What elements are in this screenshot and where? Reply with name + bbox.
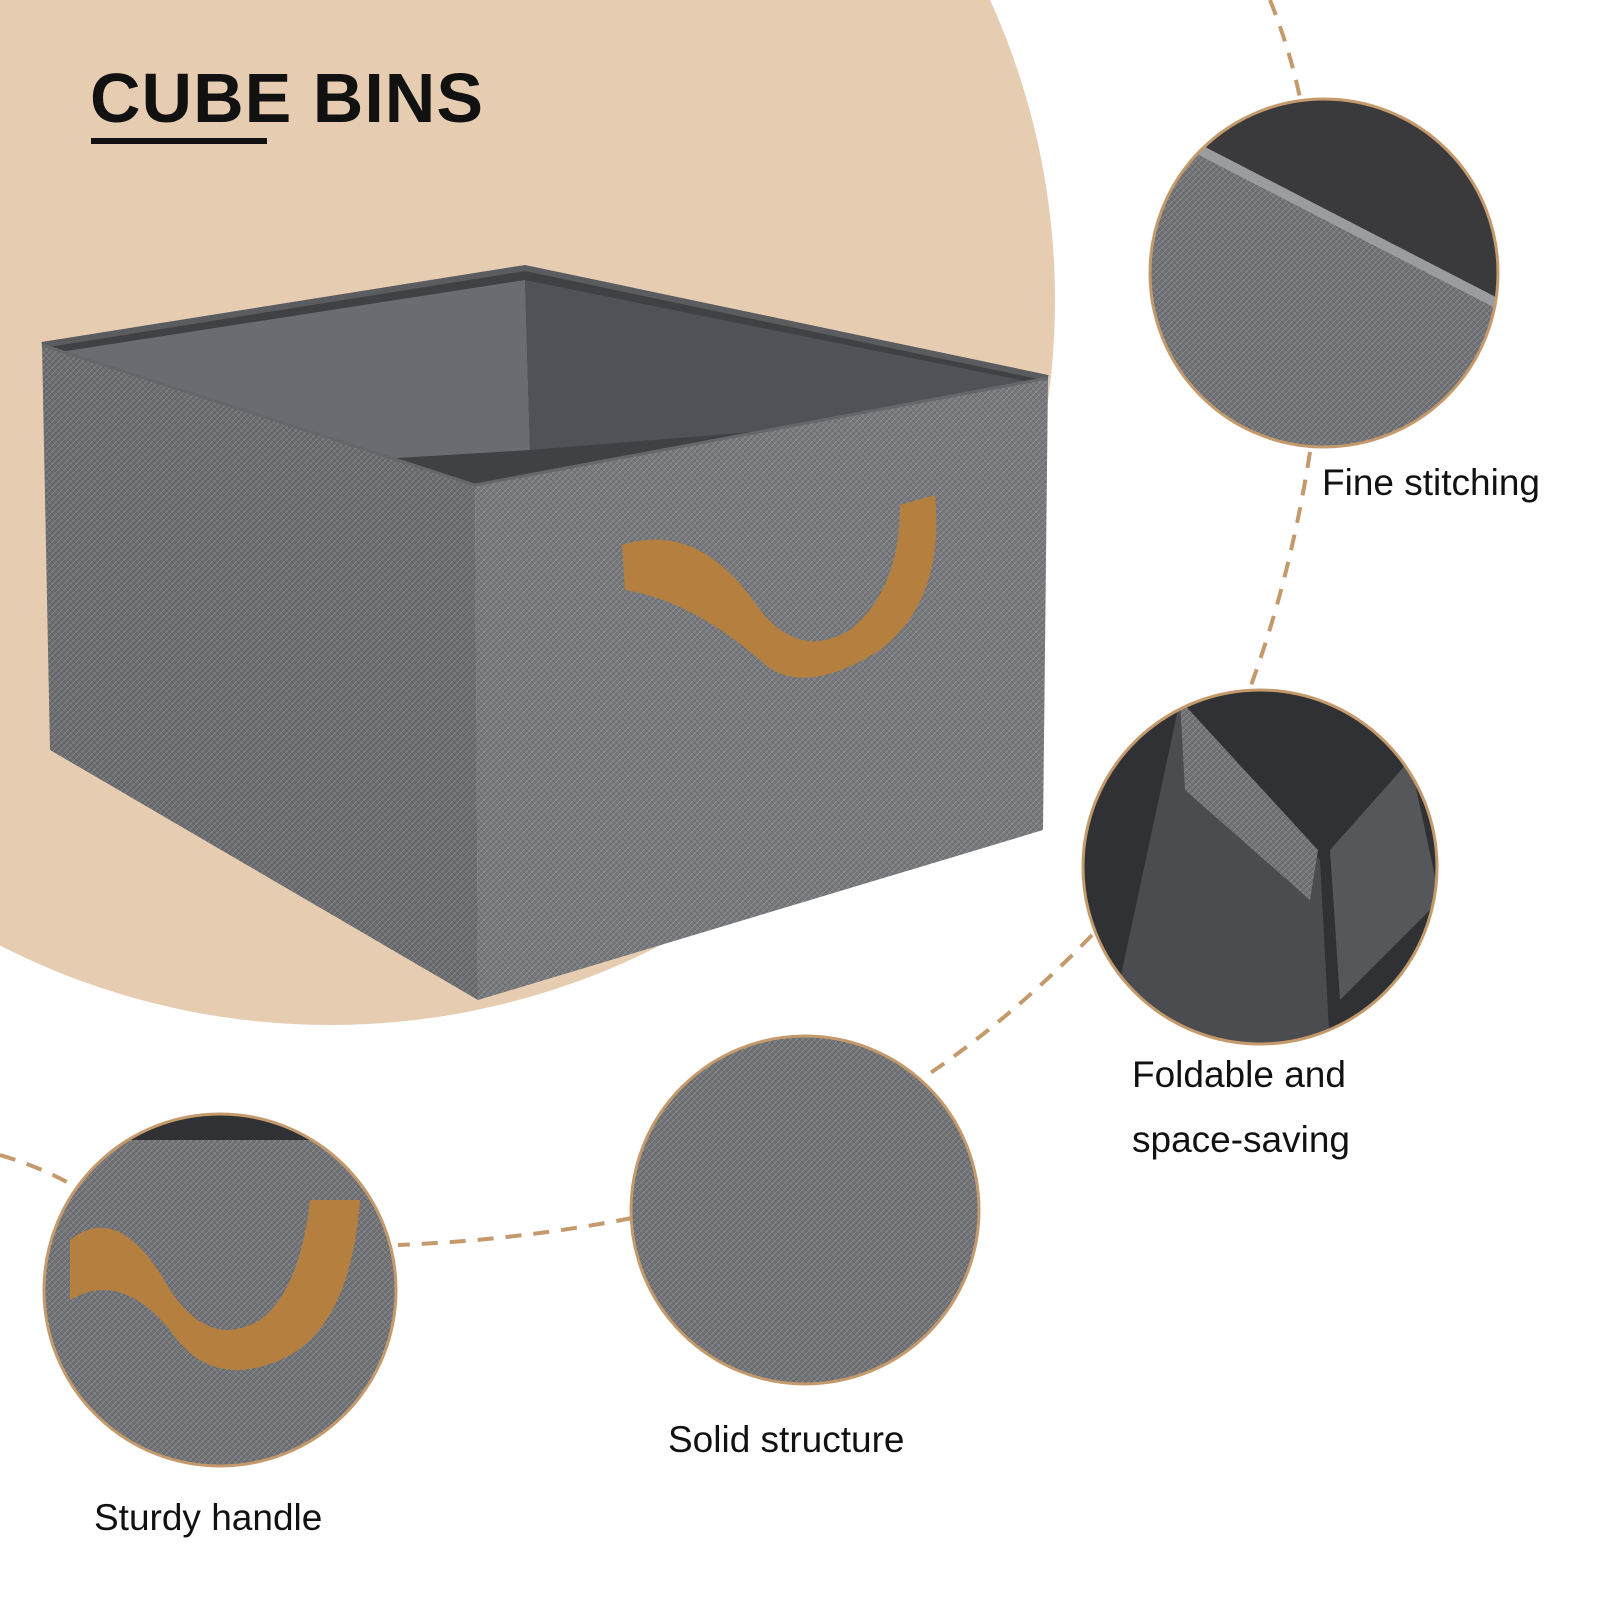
title-underline: [91, 138, 267, 144]
foldable-image: [1084, 691, 1436, 1043]
dashed-connectors: [0, 0, 1312, 1247]
sturdy-handle-circle-border: [42, 1112, 398, 1468]
sturdy-handle-image: [45, 1115, 395, 1465]
feature-label-solid-structure: Solid structure: [668, 1419, 905, 1460]
feature-label-foldable-line2: space-saving: [1132, 1119, 1351, 1160]
solid-structure-image: [632, 1037, 978, 1383]
page-title: CUBE BINS: [90, 59, 485, 137]
feature-label-foldable-line1: Foldable and: [1132, 1054, 1346, 1095]
handle-ribbon: [622, 495, 937, 678]
foldable-circle-border: [1081, 688, 1439, 1046]
feature-label-sturdy-handle: Sturdy handle: [94, 1497, 323, 1538]
feature-label-fine-stitching: Fine stitching: [1322, 462, 1540, 503]
solid-structure-circle-border: [629, 1034, 981, 1386]
cube-bin-image: [41, 264, 1049, 1000]
fine-stitching-image: [1151, 100, 1497, 446]
fine-stitching-circle-border: [1148, 97, 1500, 449]
